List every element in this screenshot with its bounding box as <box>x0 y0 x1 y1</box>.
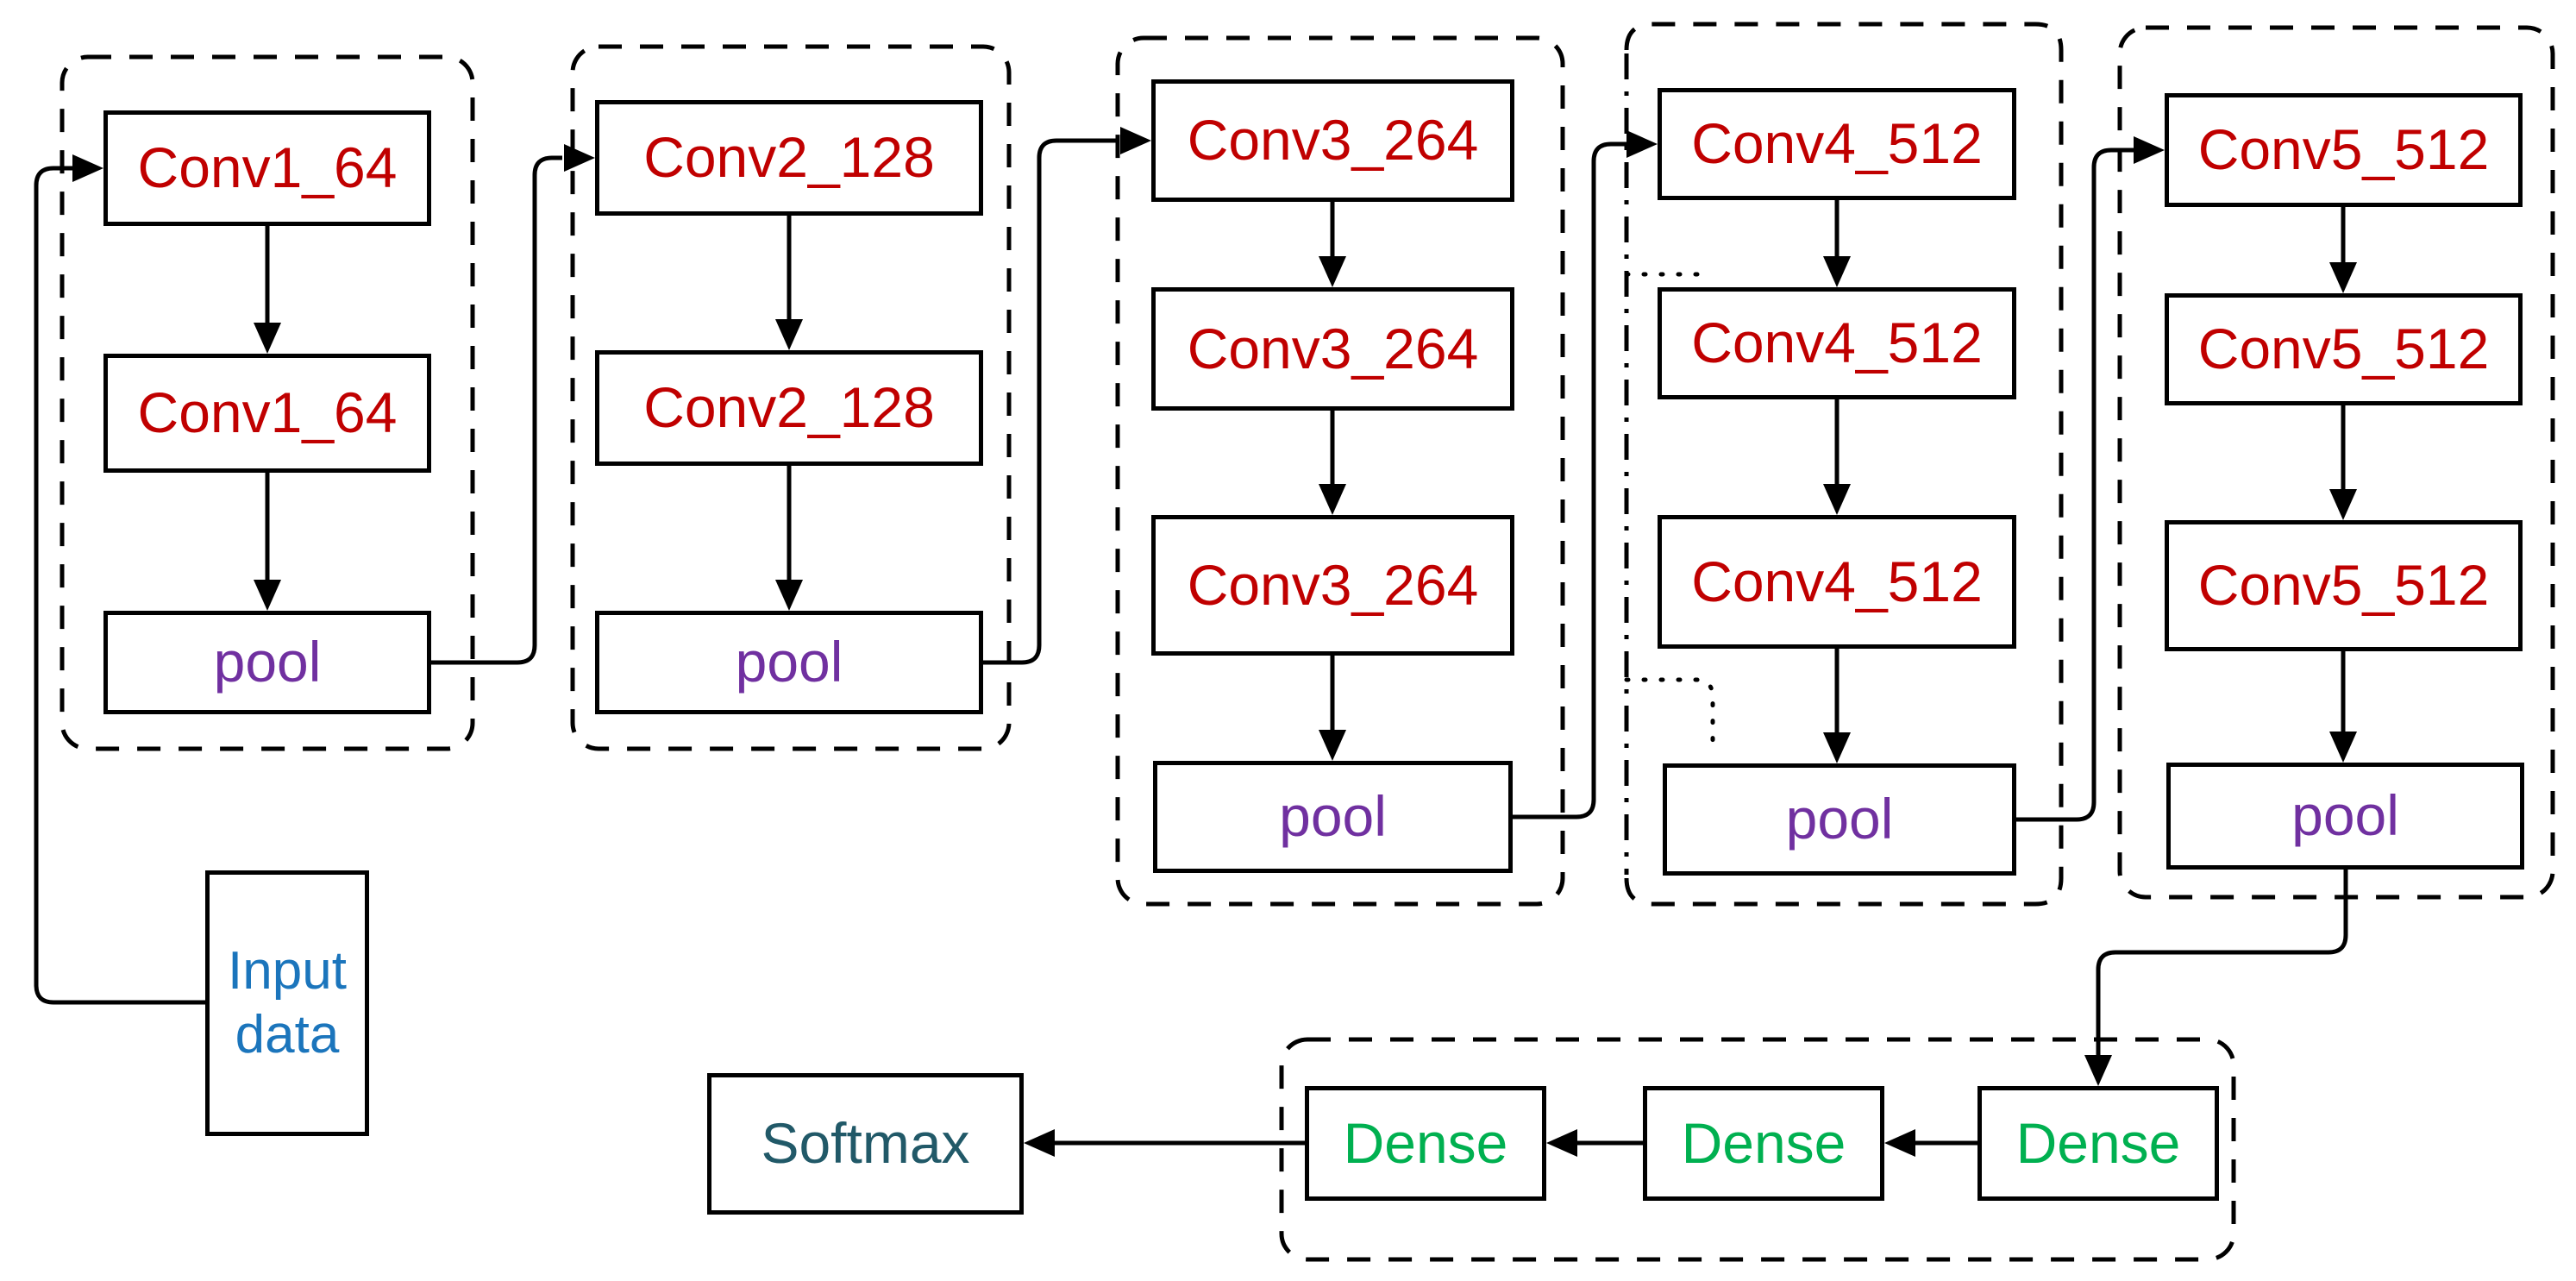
softmax-box: Softmax <box>707 1073 1024 1215</box>
arrowhead-conv1b <box>254 323 281 354</box>
arrowhead-conv3b <box>1319 256 1346 287</box>
dense-layer-2: Dense <box>1643 1086 1884 1201</box>
block4-conv-layer-2: Conv4_512 <box>1658 287 2016 399</box>
connector-pool2-conv3 <box>983 138 1119 665</box>
connector-pool4-conv5 <box>2016 148 2134 822</box>
block2-conv-layer-1: Conv2_128 <box>595 100 983 216</box>
arrowhead-conv2b <box>775 319 803 350</box>
block2-pool-layer: pool <box>595 611 983 714</box>
connector-pool1-conv2 <box>431 155 562 665</box>
block3-pool-layer: pool <box>1153 761 1513 873</box>
arrowhead-pool2 <box>775 580 803 611</box>
block1-conv-layer-1: Conv1_64 <box>103 110 431 226</box>
arrowhead-conv5c <box>2329 489 2357 520</box>
arrowhead-conv4c <box>1823 484 1851 515</box>
arrowhead-pool3 <box>1319 730 1346 761</box>
arrowhead-into-conv3 <box>1120 127 1151 154</box>
block4-group-border <box>1624 22 2064 907</box>
arrowhead-conv3c <box>1319 484 1346 515</box>
block3-conv-layer-3: Conv3_264 <box>1151 515 1514 656</box>
arrowhead-into-conv5 <box>2134 136 2165 164</box>
block5-conv-layer-2: Conv5_512 <box>2165 293 2523 405</box>
connector-input-to-conv1 <box>34 166 205 1005</box>
block1-pool-layer: pool <box>103 611 431 714</box>
connector-pool3-conv4 <box>1513 141 1626 819</box>
dense-group-border <box>1279 1037 2236 1262</box>
block5-conv-layer-1: Conv5_512 <box>2165 93 2523 207</box>
dense-layer-1: Dense <box>1305 1086 1546 1201</box>
block3-conv-layer-2: Conv3_264 <box>1151 287 1514 411</box>
arrowhead-into-softmax <box>1024 1129 1055 1157</box>
block5-conv-layer-3: Conv5_512 <box>2165 520 2523 651</box>
block1-group-border <box>60 54 475 751</box>
arrowhead-into-conv4 <box>1626 130 1658 158</box>
block1-conv-layer-2: Conv1_64 <box>103 354 431 473</box>
dense-layer-3: Dense <box>1977 1086 2219 1201</box>
arrowhead-pool5 <box>2329 732 2357 763</box>
input-data-box: Input data <box>205 870 369 1136</box>
arrowhead-into-conv2 <box>564 144 595 172</box>
block4-pool-layer: pool <box>1663 763 2016 876</box>
arrowhead-into-dense3 <box>2084 1055 2112 1086</box>
block5-pool-layer: pool <box>2166 763 2524 870</box>
arrowhead-conv5b <box>2329 262 2357 293</box>
dotted-annotation-lower <box>1624 677 1715 751</box>
block4-conv-layer-3: Conv4_512 <box>1658 515 2016 649</box>
connector-pool5-dense3 <box>2096 870 2348 1055</box>
block2-conv-layer-2: Conv2_128 <box>595 350 983 466</box>
block2-group-border <box>570 44 1012 751</box>
arrowhead-into-dense1 <box>1546 1129 1577 1157</box>
arrowhead-into-conv1 <box>72 154 103 182</box>
block3-conv-layer-1: Conv3_264 <box>1151 79 1514 202</box>
block5-group-border <box>2117 25 2555 900</box>
arrowhead-pool4 <box>1823 732 1851 763</box>
block3-group-border <box>1115 35 1565 907</box>
arrowhead-pool1 <box>254 580 281 611</box>
arrowhead-conv4b <box>1823 256 1851 287</box>
block4-conv-layer-1: Conv4_512 <box>1658 88 2016 200</box>
arrowhead-into-dense2 <box>1884 1129 1915 1157</box>
